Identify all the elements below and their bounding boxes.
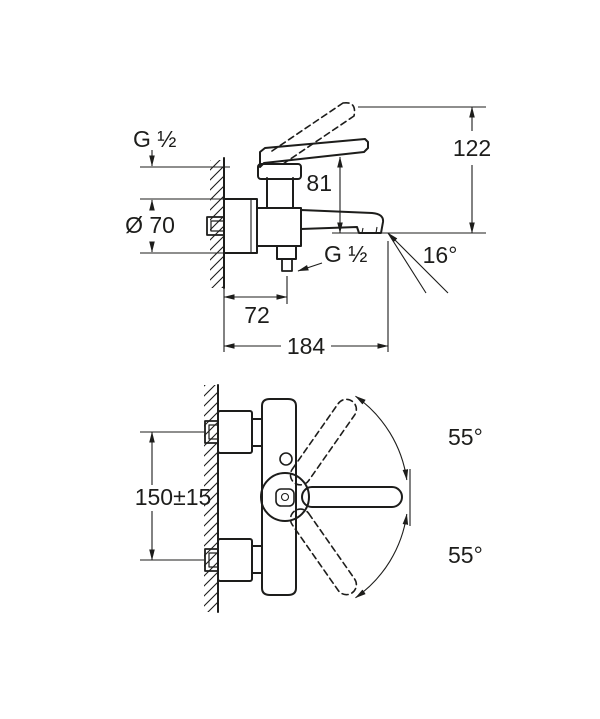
label-55deg-up: 55°: [448, 424, 483, 450]
dim-rosette-diameter: Ø 70: [125, 198, 226, 254]
label-150: 150±15: [135, 484, 212, 510]
aerator-detail: [361, 227, 364, 234]
diverter-knob-front: [279, 452, 293, 466]
label-outlet-thread: G ½: [324, 241, 367, 267]
dim-outlet-thread: G ½: [297, 241, 367, 272]
label-122: 122: [453, 135, 491, 161]
dim-122: 122: [332, 106, 491, 234]
dim-shower-thread: G ½: [133, 126, 230, 168]
cartridge-housing-side: [257, 163, 302, 209]
label-81: 81: [306, 170, 332, 196]
dim-81: 81: [306, 156, 343, 234]
label-72: 72: [244, 302, 270, 328]
escutcheon-side: [223, 198, 258, 254]
spout-side: [300, 209, 385, 234]
dim-lever-swing-up: 55°: [355, 395, 483, 481]
lever-handle-side: [259, 138, 369, 168]
label-rosette-diameter: Ø 70: [125, 212, 175, 238]
front-view: 55° 55° 150±15: [135, 384, 483, 613]
label-shower-thread: G ½: [133, 126, 176, 152]
wall-hatching-side: [210, 160, 224, 288]
dim-lever-swing-down: 55°: [355, 513, 483, 599]
mixer-body-front: [261, 398, 297, 596]
label-16deg: 16°: [423, 242, 458, 268]
shower-outlet-side: [276, 245, 297, 272]
side-view: G ½ Ø 70 81 122 16°: [125, 101, 491, 359]
lever-handle-open-dashed: [271, 101, 356, 165]
label-55deg-down: 55°: [448, 542, 483, 568]
dim-connection-spacing: 150±15: [135, 431, 212, 561]
lever-handle-front: [301, 486, 403, 508]
wall-section-side: [210, 157, 225, 289]
lever-rotated-down-dashed: [289, 508, 358, 596]
wall-hatching-front: [204, 385, 218, 612]
mixer-body-side: [256, 207, 302, 247]
lever-rotated-up-dashed: [289, 398, 358, 486]
aerator-detail: [375, 226, 378, 234]
lever-boss-front: [260, 472, 310, 522]
dim-72: 72: [223, 276, 288, 352]
label-184: 184: [287, 333, 326, 359]
dim-184: 184: [223, 241, 389, 359]
dim-spout-angle: 16°: [387, 232, 458, 294]
